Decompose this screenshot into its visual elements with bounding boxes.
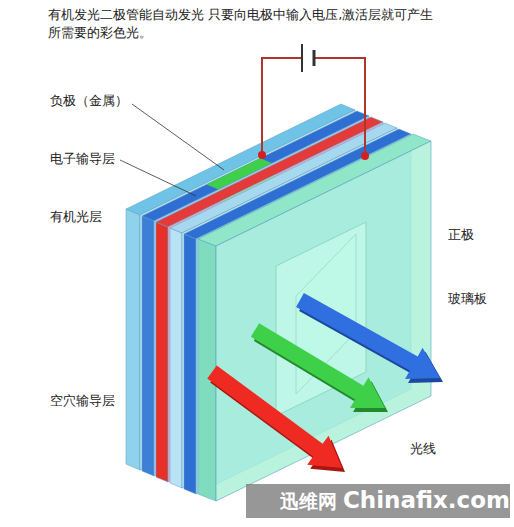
electron-transport-layer-side <box>142 216 154 476</box>
part-label: 光线 <box>410 440 436 457</box>
part-label: 负极（金属） <box>50 92 128 109</box>
watermark: 迅维网 <box>280 489 337 513</box>
contact-dot <box>361 152 369 160</box>
anode-layer-side <box>184 234 196 494</box>
part-label: 有机光层 <box>50 208 102 225</box>
watermark: Chinafix.com <box>343 486 510 514</box>
part-label: 空穴输导层 <box>50 392 115 409</box>
part-label: 电子输导层 <box>50 150 115 167</box>
organic-emissive-layer-side <box>156 222 168 482</box>
glass-plate-side <box>198 239 216 501</box>
battery-plate <box>301 44 303 72</box>
hole-transport-layer-side <box>170 228 182 488</box>
leader-line <box>132 104 224 170</box>
diagram-title: 有机发光二极管能自动发光 只要向电极中输入电压,激活层就可产生 所需要的彩色光。 <box>48 6 440 42</box>
leader-line <box>120 160 196 196</box>
cathode-wire <box>262 58 302 155</box>
cathode-layer-side <box>126 209 140 470</box>
red-light-ray <box>207 366 342 468</box>
battery-plate <box>313 50 316 66</box>
anode-wire <box>314 58 365 156</box>
part-label: 正极 <box>448 226 474 243</box>
part-label: 玻璃板 <box>448 290 487 307</box>
green-light-ray <box>251 323 385 408</box>
contact-dot <box>258 151 266 159</box>
